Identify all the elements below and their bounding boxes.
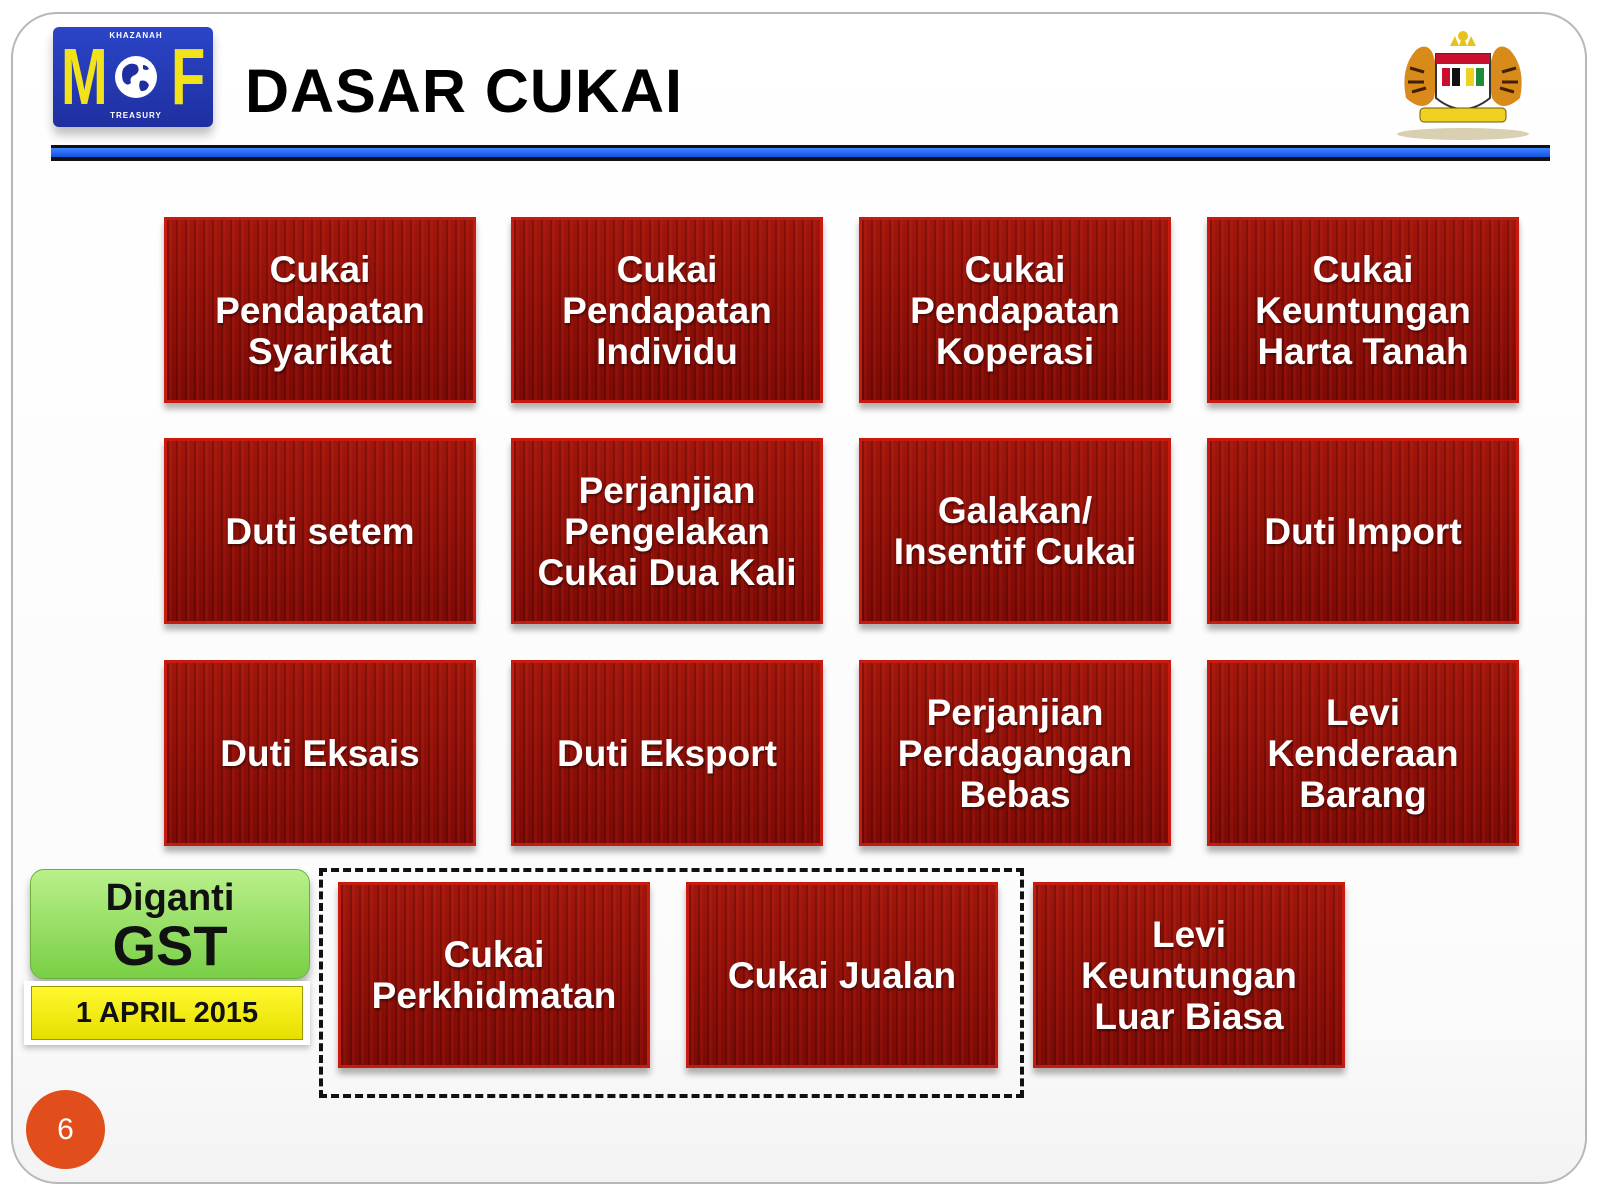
- tile-duti-setem: Duti setem: [164, 438, 476, 624]
- logo-letter-f: F: [171, 32, 206, 121]
- tile-label: Cukai Pendapatan Syarikat: [215, 248, 425, 372]
- tile-galakan-insentif-cukai: Galakan/ Insentif Cukai: [859, 438, 1171, 624]
- tile-label: Levi Kenderaan Barang: [1267, 691, 1459, 815]
- tile-cukai-keuntungan-harta-tanah: Cukai Keuntungan Harta Tanah: [1207, 217, 1519, 403]
- tile-cukai-pendapatan-individu: Cukai Pendapatan Individu: [511, 217, 823, 403]
- logo-ring-text-bottom: TREASURY: [110, 111, 162, 120]
- tile-cukai-perkhidmatan: Cukai Perkhidmatan: [338, 882, 650, 1068]
- tile-duti-eksport: Duti Eksport: [511, 660, 823, 846]
- tile-cukai-jualan: Cukai Jualan: [686, 882, 998, 1068]
- tile-label: Cukai Keuntungan Harta Tanah: [1255, 248, 1471, 372]
- gst-date-frame: 1 APRIL 2015: [24, 981, 310, 1045]
- header-divider: [51, 145, 1550, 161]
- tile-perjanjian-perdagangan-bebas: Perjanjian Perdagangan Bebas: [859, 660, 1171, 846]
- logo-ring-text-top: KHAZANAH: [109, 31, 163, 40]
- tile-cukai-pendapatan-syarikat: Cukai Pendapatan Syarikat: [164, 217, 476, 403]
- tile-label: Cukai Perkhidmatan: [371, 934, 617, 1016]
- tile-label: Duti Eksais: [220, 732, 420, 774]
- globe-icon: [115, 56, 157, 98]
- tile-duti-eksais: Duti Eksais: [164, 660, 476, 846]
- tile-label: Cukai Pendapatan Koperasi: [910, 248, 1120, 372]
- replaced-taxes-dashed-frame: [319, 868, 1024, 1098]
- tile-label: Perjanjian Perdagangan Bebas: [897, 691, 1133, 815]
- tile-levi-kenderaan-barang: Levi Kenderaan Barang: [1207, 660, 1519, 846]
- gst-callout-line2: GST: [112, 914, 228, 977]
- tile-levi-keuntungan-luar-biasa: Levi Keuntungan Luar Biasa: [1033, 882, 1345, 1068]
- mof-logo: KHAZANAH M F TREASURY: [53, 27, 213, 127]
- page-number-badge: 6: [26, 1090, 105, 1169]
- tile-label: Cukai Jualan: [727, 954, 957, 996]
- tile-label: Galakan/ Insentif Cukai: [893, 490, 1137, 572]
- coat-of-arms-icon: [1397, 31, 1529, 140]
- tile-label: Duti Import: [1264, 510, 1462, 552]
- tile-cukai-pendapatan-koperasi: Cukai Pendapatan Koperasi: [859, 217, 1171, 403]
- tile-label: Levi Keuntungan Luar Biasa: [1081, 913, 1297, 1037]
- page-title: DASAR CUKAI: [245, 57, 683, 125]
- tile-label: Cukai Pendapatan Individu: [562, 248, 772, 372]
- gst-callout-line1: Diganti: [105, 877, 235, 919]
- tile-label: Perjanjian Pengelakan Cukai Dua Kali: [537, 469, 797, 593]
- tile-label: Duti Eksport: [557, 732, 777, 774]
- tile-perjanjian-pengelakan-cukai-dua-kali: Perjanjian Pengelakan Cukai Dua Kali: [511, 438, 823, 624]
- gst-date-label: 1 APRIL 2015: [31, 986, 303, 1040]
- logo-letter-m: M: [61, 32, 108, 121]
- tile-duti-import: Duti Import: [1207, 438, 1519, 624]
- tile-label: Duti setem: [225, 510, 415, 552]
- gst-callout: Diganti GST: [30, 869, 310, 979]
